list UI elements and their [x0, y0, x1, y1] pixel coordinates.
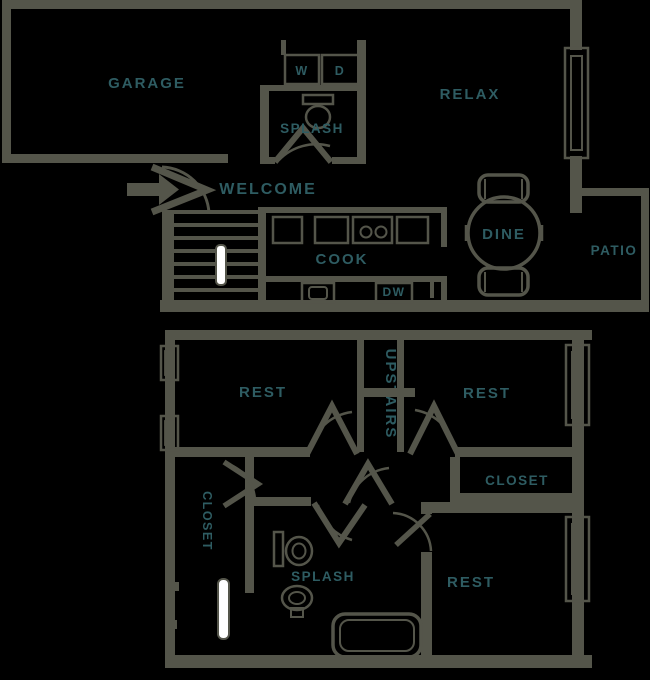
garage-left-wall — [2, 0, 11, 163]
bedroom3-label: REST — [447, 574, 495, 591]
bedroom-level-walls — [165, 330, 592, 668]
bedroom3-left-wall-upper — [421, 502, 432, 514]
bedroom3-window-icon — [564, 515, 591, 603]
bedroom-level: UPSTAIRS — [159, 330, 592, 668]
bedroom1-windows-icon — [159, 344, 180, 452]
main-level: GARAGE W D SPLASH RELAX WELCOME COOK DW … — [2, 0, 649, 312]
laundry-bath-divider — [260, 85, 366, 91]
pocket-door-icon — [217, 578, 230, 640]
pedestal-sink-icon — [280, 584, 314, 618]
lower-top-wall — [165, 330, 592, 340]
laundry-left-stub — [281, 40, 286, 55]
right-wall-upper-seg — [570, 9, 582, 50]
hall-door-swing-icon — [342, 458, 395, 506]
nook-stub-upper — [165, 582, 179, 591]
dishwasher-label: DW — [383, 285, 406, 299]
dryer-label: D — [335, 64, 346, 78]
kitchen-sink-icon — [300, 281, 336, 304]
bedroom3-door-swing-icon — [392, 511, 433, 552]
toilet-lower-icon — [272, 530, 314, 568]
bedroom2-label: REST — [463, 385, 511, 402]
patio-label: PATIO — [591, 243, 638, 258]
bath-door-swing-icon-lower — [311, 501, 368, 549]
upper-bath-label: SPLASH — [280, 121, 344, 136]
entry-label: WELCOME — [219, 181, 317, 198]
lower-bottom-wall — [165, 655, 592, 668]
bedroom2-door-swing-icon — [407, 399, 461, 456]
closet-right-left-wall — [450, 457, 460, 503]
living-window-icon — [563, 46, 590, 160]
kitchen-counters — [266, 207, 447, 302]
entry-door-swing-icon — [150, 163, 217, 216]
garage-label: GARAGE — [108, 75, 186, 92]
bedroom3-top-wall — [432, 502, 584, 513]
dining-chair-bottom-icon — [477, 266, 530, 297]
stairs-kitchen-divider-wall — [258, 207, 266, 312]
bath-left-wall — [260, 85, 269, 164]
patio-top-wall — [582, 188, 648, 196]
kitchen-label: COOK — [316, 251, 369, 268]
washer-label: W — [295, 64, 308, 78]
toilet-icon — [301, 93, 335, 130]
bath-door-swing-icon — [272, 123, 334, 164]
bath-top-wall — [245, 497, 311, 506]
living-label: RELAX — [440, 86, 501, 103]
bedroom1-label: REST — [239, 384, 287, 401]
closet-right-bottom-wall — [450, 493, 584, 503]
dishwasher-box — [374, 281, 414, 304]
bathtub-icon — [331, 612, 423, 659]
dining-chair-top-icon — [477, 173, 530, 204]
stair-handrail-icon — [215, 244, 227, 286]
entry-arrow-icon — [127, 174, 179, 205]
bedroom1-bottom-wall — [175, 447, 310, 457]
bedroom2-window-icon — [564, 343, 591, 427]
washer-dryer-icon — [283, 53, 361, 86]
garage-bottom-wall — [2, 154, 228, 163]
bath-bottom-left-seg — [260, 157, 275, 164]
bedroom2-bottom-wall — [455, 447, 584, 457]
closet-right-label: CLOSET — [485, 473, 549, 488]
bedroom1-door-swing-icon — [304, 399, 360, 456]
stairs-left-wall — [162, 210, 174, 312]
closet-left-door-swing-icon — [222, 459, 264, 509]
patio-right-wall — [641, 188, 649, 312]
dining-label: DINE — [482, 226, 526, 243]
top-wall — [2, 0, 582, 9]
main-level-walls — [2, 0, 649, 312]
bedroom3-left-wall-lower — [421, 552, 432, 655]
lower-left-wall — [165, 330, 175, 668]
nook-stub-lower — [165, 620, 177, 629]
main-bottom-wall — [160, 300, 649, 312]
closet-left-right-wall — [245, 457, 254, 593]
lower-bath-label: SPLASH — [291, 569, 355, 584]
stove-icon — [359, 225, 388, 239]
closet-left-label: CLOSET — [200, 491, 214, 551]
kitchen-upper-cabinets-icon — [271, 215, 430, 245]
stair-shaft-cross-wall — [362, 388, 415, 397]
right-wall-mid-seg — [570, 156, 582, 213]
laundry-bath-right-wall — [357, 40, 366, 164]
bath-bottom-right-seg — [332, 157, 366, 164]
stair-shaft-left-wall — [357, 340, 364, 452]
